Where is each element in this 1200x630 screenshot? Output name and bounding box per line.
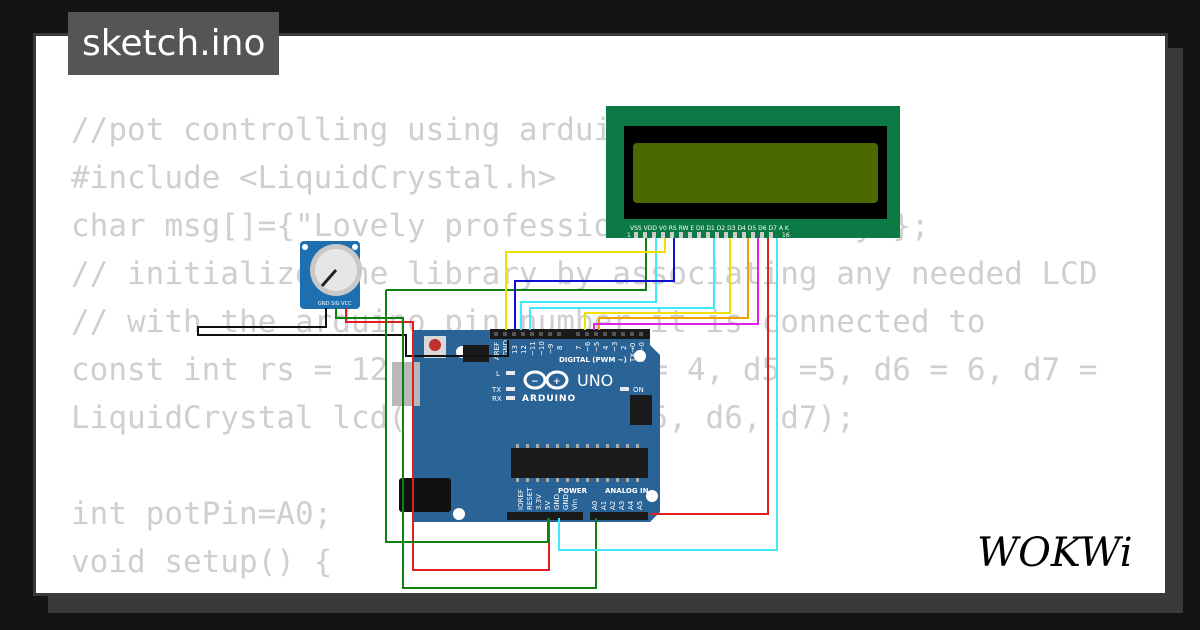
- led-on-label: ON: [633, 386, 644, 394]
- analog-pin-labels: A0 A1 A2 A3 A4 A5: [591, 500, 644, 510]
- led-l-label: L: [496, 370, 500, 378]
- code-line: // with the arduino pin number it is con…: [71, 304, 986, 340]
- pot-pin-labels: GND SIG VCC: [318, 301, 352, 307]
- code-line: int potPin=A0;: [71, 496, 333, 532]
- code-line: Serial.begin(9600);lcd.begin(16,2);for (…: [71, 586, 1098, 593]
- pin-label: Vin: [571, 499, 579, 510]
- led-tx-label: TX: [491, 386, 501, 394]
- power-header: [507, 512, 583, 520]
- pin-label: RX←0: [638, 342, 646, 362]
- arduino-infinity-logo: [523, 370, 569, 390]
- pin-label: ~5: [593, 342, 601, 352]
- file-tab[interactable]: sketch.ino: [68, 12, 280, 75]
- pin-label: A3: [618, 501, 626, 510]
- pin-label: RESET: [526, 487, 534, 510]
- pin-label: 7: [575, 346, 583, 350]
- wokwi-logo: WOKWi: [977, 530, 1133, 576]
- arduino-uno-board[interactable]: AREF GND 13 12 ~11 ~10 ~9 8 7 ~6 ~5 4 ~3…: [392, 329, 660, 522]
- pin-label: A0: [591, 501, 599, 510]
- pin-label: 12: [520, 345, 528, 354]
- code-line: #include <LiquidCrystal.h>: [71, 160, 557, 196]
- pin-label: GND: [562, 494, 570, 510]
- pin-label: A4: [627, 500, 635, 510]
- pin-label: AREF: [493, 342, 501, 360]
- power-label: POWER: [558, 487, 588, 495]
- svg-text:+: +: [553, 377, 561, 387]
- lcd-pin-labels: VSS VDD V0 RS RW E D0 D1 D2 D3 D4 D5 D6 …: [630, 225, 790, 232]
- pin-label: IOREF: [517, 489, 525, 510]
- lcd-pin-start: 1: [627, 232, 631, 239]
- pin-label: 8: [556, 346, 564, 350]
- pin-label: GND: [553, 494, 561, 510]
- lcd-screen: [633, 143, 878, 203]
- potentiometer[interactable]: GND SIG VCC: [300, 241, 362, 309]
- pin-label: 2: [620, 346, 628, 350]
- pin-label: A2: [609, 501, 617, 510]
- pin-label: GND: [502, 340, 510, 356]
- svg-text:WOKWi: WOKWi: [977, 530, 1133, 576]
- pin-label: 3.3V: [535, 494, 543, 510]
- pin-label: ~11: [529, 341, 537, 356]
- power-pin-labels: IOREF RESET 3.3V 5V GND GND Vin: [517, 487, 579, 510]
- lcd-pin-end: 16: [782, 232, 790, 239]
- code-line: void setup() {: [71, 544, 333, 580]
- led-rx-label: RX: [492, 395, 502, 403]
- code-line: //pot controlling using arduino: [71, 112, 650, 148]
- svg-text:−: −: [531, 377, 539, 387]
- pin-label: TX→0: [629, 343, 637, 363]
- digital-label: DIGITAL (PWM ~): [559, 356, 627, 364]
- preview-card: //pot controlling using arduino #include …: [33, 33, 1168, 596]
- pin-label: 13: [511, 345, 519, 354]
- board-model: UNO: [577, 371, 613, 390]
- digital-header: [490, 329, 650, 339]
- pin-label: ~6: [584, 341, 592, 352]
- wires: [197, 238, 778, 589]
- analog-header: [590, 512, 648, 520]
- analog-label: ANALOG IN: [605, 487, 649, 495]
- pin-label: A1: [600, 501, 608, 510]
- power-jack: [399, 478, 451, 512]
- usb-connector: [392, 362, 420, 406]
- pin-label: 5V: [544, 501, 552, 510]
- board-brand: ARDUINO: [522, 394, 576, 404]
- atmega-chip: [511, 448, 648, 478]
- pin-label: ~9: [547, 344, 555, 354]
- pin-label: A5: [636, 501, 644, 510]
- pin-label: ~3: [611, 342, 619, 352]
- pin-label: ~10: [538, 341, 546, 356]
- pin-label: 4: [602, 345, 610, 350]
- lcd-16x2[interactable]: VSS VDD V0 RS RW E D0 D1 D2 D3 D4 D5 D6 …: [606, 106, 900, 239]
- digital-pin-labels: AREF GND 13 12 ~11 ~10 ~9 8 7 ~6 ~5 4 ~3…: [493, 340, 646, 363]
